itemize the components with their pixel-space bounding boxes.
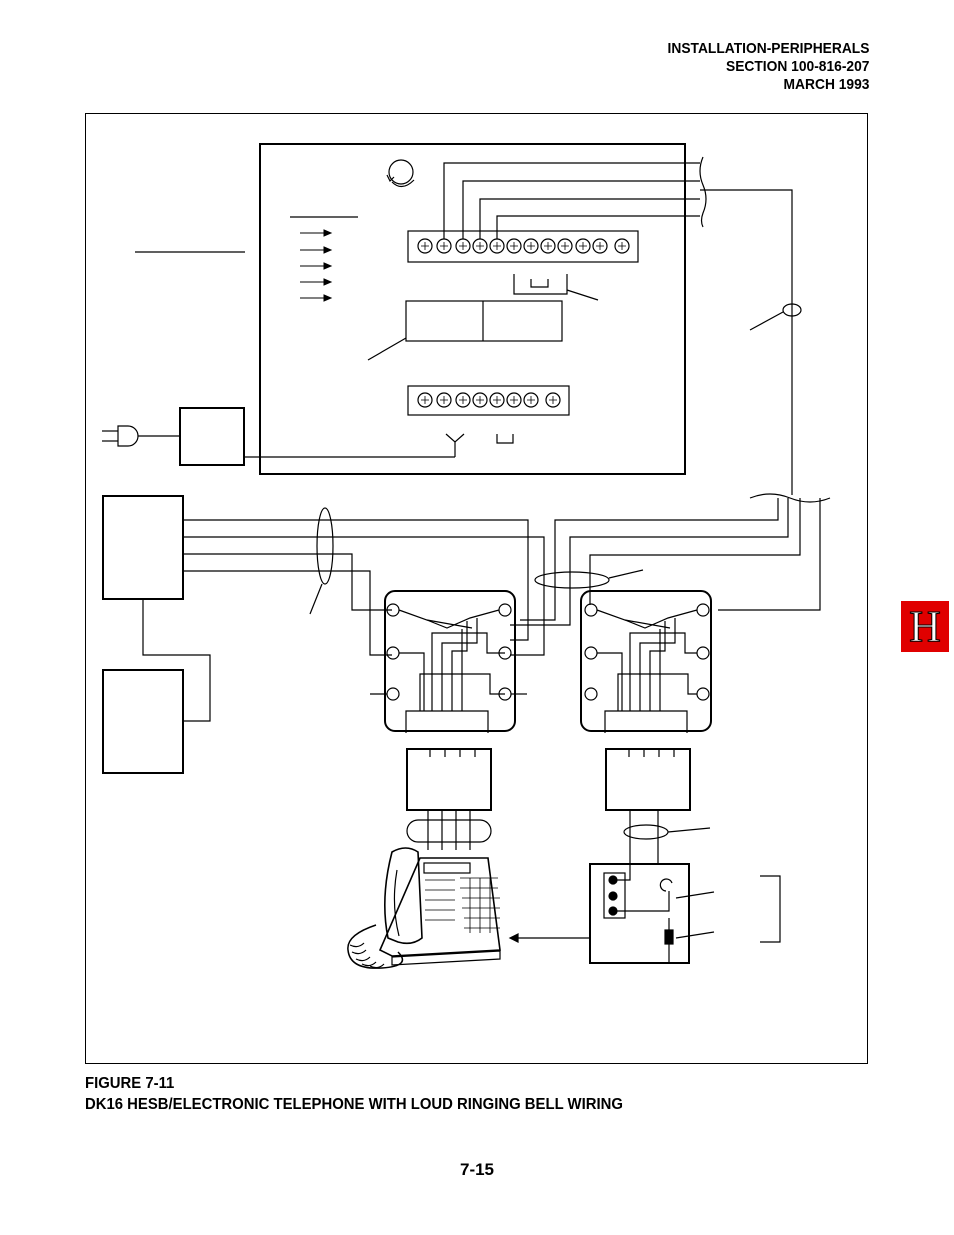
- resistor-icon: [664, 918, 674, 963]
- jack-box-left: [406, 748, 492, 811]
- header-line-2: SECTION 100-816-207: [725, 58, 869, 75]
- figure-caption: FIGURE 7-11 DK16 HESB/ELECTRONIC TELEPHO…: [85, 1073, 623, 1115]
- modular-block-left: [370, 590, 527, 733]
- bell-icon: [659, 878, 673, 892]
- header-line-3: MARCH 1993: [783, 76, 869, 93]
- bell-box: [589, 863, 690, 964]
- relay-block: [405, 300, 563, 342]
- header-line-1: INSTALLATION-PERIPHERALS: [667, 40, 869, 57]
- power-supply: [179, 407, 245, 466]
- modular-block-right: [580, 590, 712, 733]
- left-device-lower: [102, 669, 184, 774]
- screw-terminal-icon: [417, 238, 630, 254]
- section-tab[interactable]: H: [901, 601, 949, 652]
- top-terminal-strip: [407, 230, 639, 263]
- figure-number: FIGURE 7-11: [85, 1075, 175, 1092]
- page-number: 7-15: [459, 1160, 495, 1179]
- rotary-switch-icon: [386, 159, 415, 188]
- left-device-upper: [102, 495, 184, 600]
- jack-box-right: [605, 748, 691, 811]
- telephone-icon: [347, 847, 501, 969]
- section-tab-letter: H: [909, 601, 942, 651]
- bottom-terminal-strip: [407, 385, 570, 416]
- page-header: INSTALLATION-PERIPHERALS SECTION 100-816…: [667, 40, 869, 94]
- figure-title: DK16 HESB/ELECTRONIC TELEPHONE WITH LOUD…: [85, 1096, 623, 1113]
- arrow-right-icon: [300, 229, 333, 302]
- figure-frame: [85, 113, 868, 1064]
- hesb-enclosure: [259, 143, 686, 475]
- ac-plug-icon: [102, 425, 180, 447]
